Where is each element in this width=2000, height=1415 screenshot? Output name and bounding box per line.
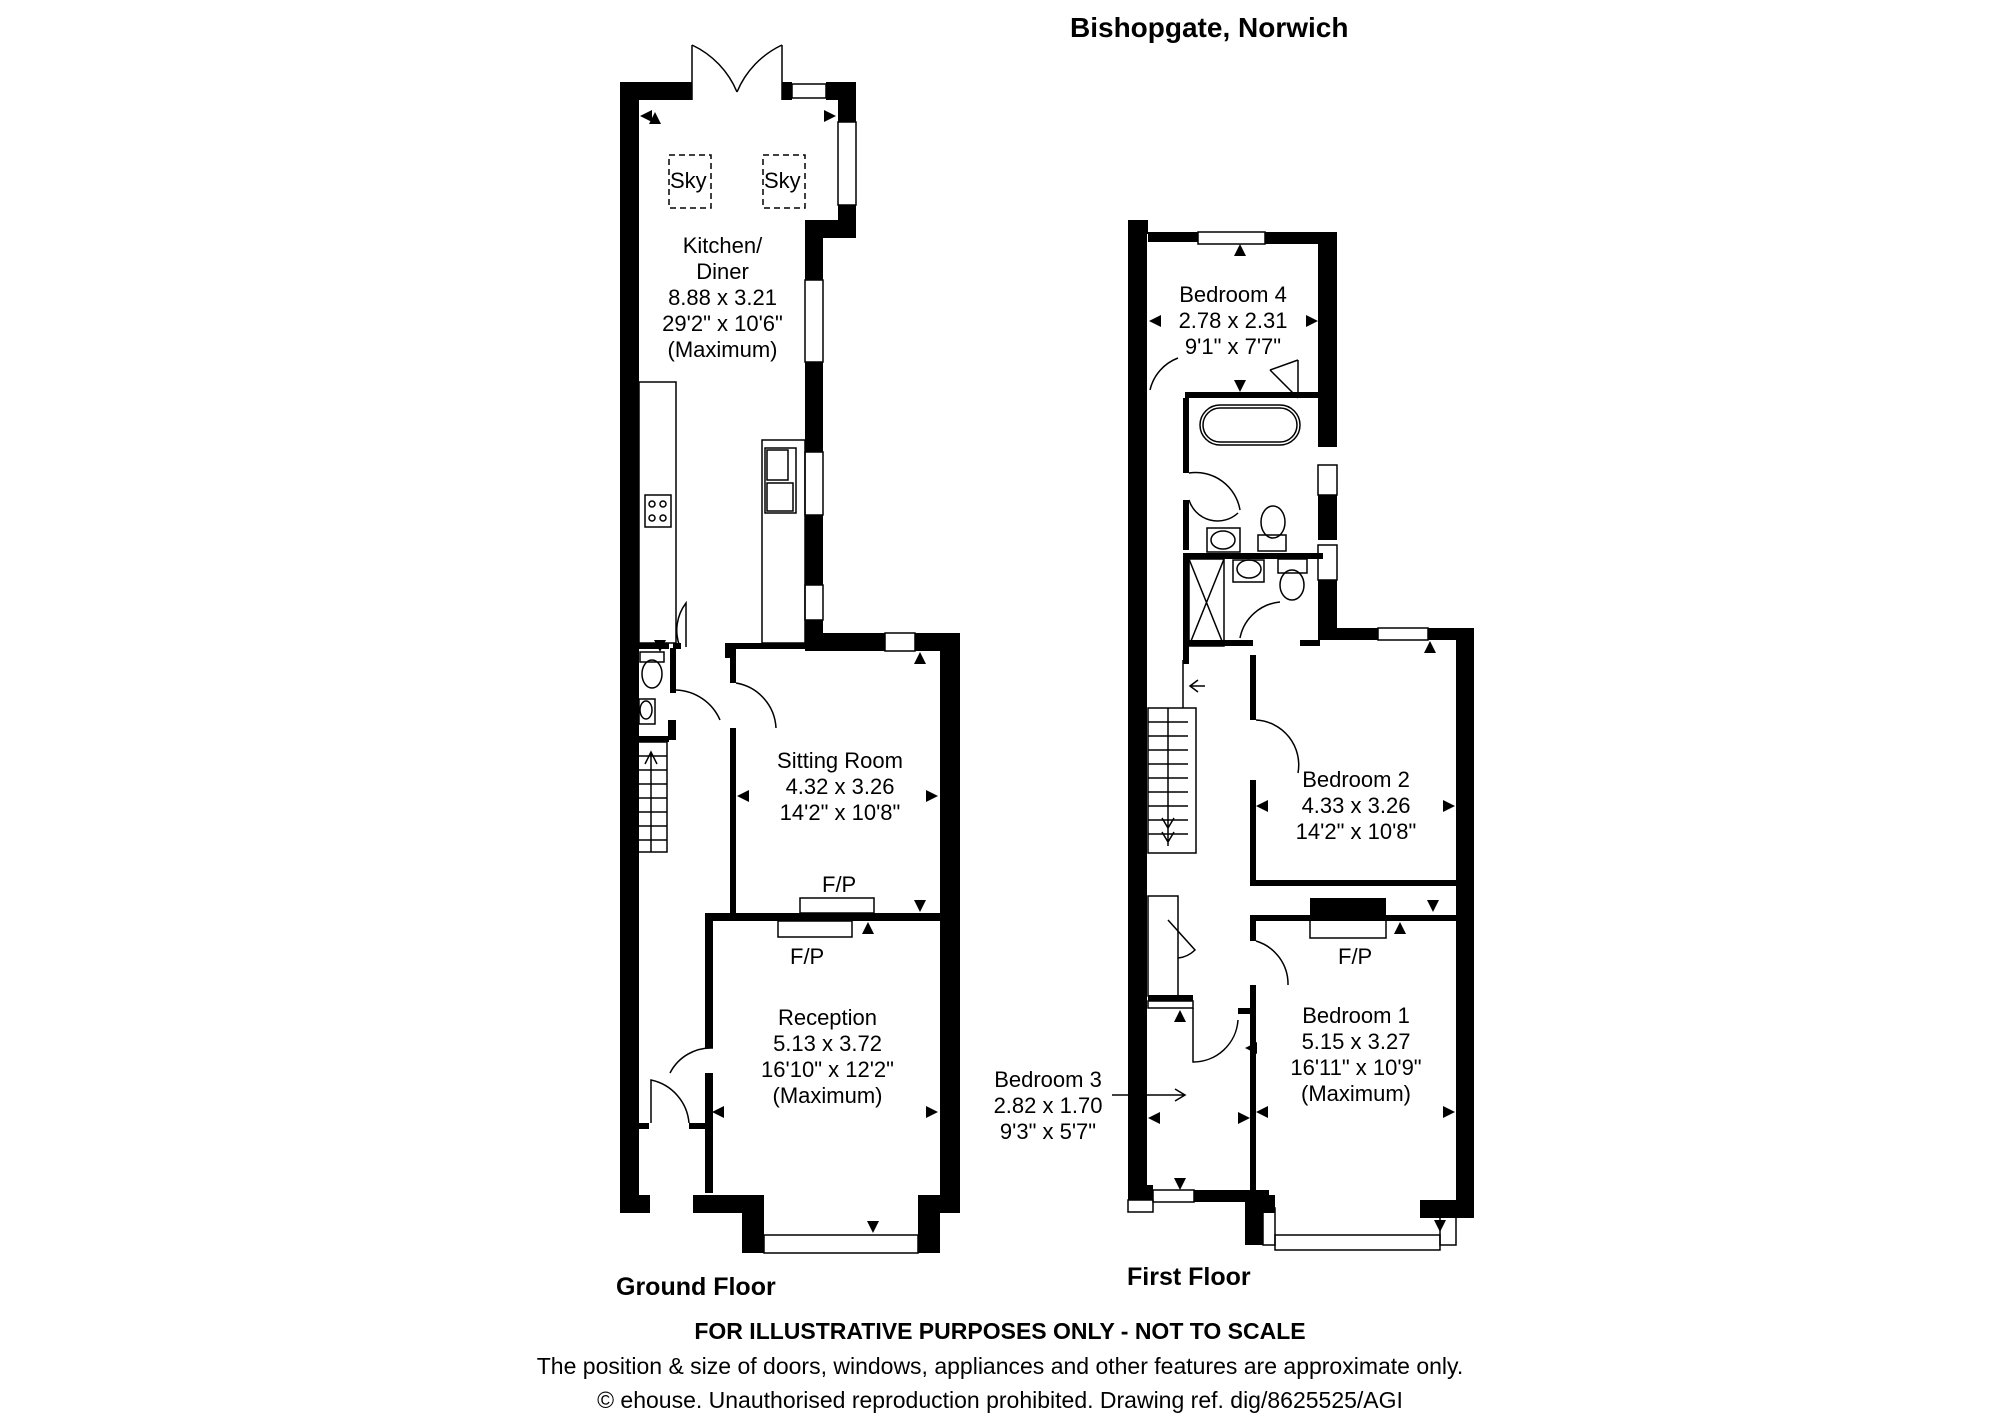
room-sitting-room: Sitting Room 4.32 x 3.26 14'2" x 10'8" bbox=[740, 748, 940, 826]
room-imperial: 9'3" x 5'7" bbox=[999, 1119, 1097, 1144]
ground-floor-details bbox=[629, 44, 919, 1254]
room-metric: 4.32 x 3.26 bbox=[785, 774, 895, 799]
room-name: Bedroom 1 bbox=[1302, 1003, 1410, 1028]
room-name: Bedroom 4 bbox=[1179, 282, 1287, 307]
room-name: Bedroom 2 bbox=[1302, 767, 1410, 792]
fireplace-label: F/P bbox=[1338, 944, 1373, 969]
room-bedroom-3: Bedroom 3 2.82 x 1.70 9'3" x 5'7" bbox=[978, 1067, 1118, 1145]
room-imperial: 9'1" x 7'7" bbox=[1184, 334, 1282, 359]
room-note: (Maximum) bbox=[1301, 1081, 1411, 1106]
skylight-label: Sky bbox=[764, 168, 801, 193]
ground-floor-arrows bbox=[640, 110, 938, 1233]
fireplace-label: F/P bbox=[822, 872, 857, 897]
first-floor-details bbox=[1112, 231, 1457, 1251]
room-metric: 5.13 x 3.72 bbox=[773, 1031, 882, 1056]
room-metric: 2.78 x 2.31 bbox=[1178, 308, 1288, 333]
room-metric: 8.88 x 3.21 bbox=[668, 285, 777, 310]
page-title: Bishopgate, Norwich bbox=[1070, 12, 1349, 43]
room-kitchen-diner: Kitchen/ Diner 8.88 x 3.21 29'2" x 10'6"… bbox=[640, 233, 805, 363]
room-note: (Maximum) bbox=[667, 337, 778, 362]
room-imperial: 16'11" x 10'9" bbox=[1290, 1055, 1422, 1080]
room-note: (Maximum) bbox=[772, 1083, 883, 1108]
room-imperial: 14'2" x 10'8" bbox=[779, 800, 901, 825]
first-floor-arrows bbox=[1148, 244, 1455, 1232]
room-metric: 2.82 x 1.70 bbox=[993, 1093, 1103, 1118]
room-name: Kitchen/ bbox=[682, 233, 763, 258]
room-name: Sitting Room bbox=[777, 748, 903, 773]
room-name: Bedroom 3 bbox=[994, 1067, 1102, 1092]
skylight-label: Sky bbox=[670, 168, 707, 193]
disclaimer-note: The position & size of doors, windows, a… bbox=[536, 1353, 1464, 1379]
copyright-notice: © ehouse. Unauthorised reproduction proh… bbox=[597, 1387, 1403, 1413]
room-imperial: 14'2" x 10'8" bbox=[1295, 819, 1417, 844]
room-name: Diner bbox=[696, 259, 749, 284]
room-metric: 5.15 x 3.27 bbox=[1301, 1029, 1411, 1054]
room-imperial: 29'2" x 10'6" bbox=[662, 311, 783, 336]
room-metric: 4.33 x 3.26 bbox=[1301, 793, 1411, 818]
wall bbox=[620, 82, 639, 1207]
room-name: Reception bbox=[777, 1005, 878, 1030]
ground-floor-plan bbox=[620, 82, 960, 1253]
first-floor-title: First Floor bbox=[1127, 1263, 1251, 1291]
room-imperial: 16'10" x 12'2" bbox=[761, 1057, 894, 1082]
room-bedroom-4: Bedroom 4 2.78 x 2.31 9'1" x 7'7" bbox=[1148, 282, 1318, 360]
first-floor-plan bbox=[1128, 220, 1474, 1245]
room-bedroom-2: Bedroom 2 4.33 x 3.26 14'2" x 10'8" bbox=[1256, 767, 1456, 845]
disclaimer-heading: FOR ILLUSTRATIVE PURPOSES ONLY - NOT TO … bbox=[694, 1318, 1306, 1344]
ground-floor-title: Ground Floor bbox=[616, 1273, 776, 1301]
room-bedroom-1: Bedroom 1 5.15 x 3.27 16'11" x 10'9" (Ma… bbox=[1256, 1003, 1456, 1107]
fireplace-label: F/P bbox=[790, 944, 825, 969]
room-reception: Reception 5.13 x 3.72 16'10" x 12'2" (Ma… bbox=[715, 1005, 940, 1109]
